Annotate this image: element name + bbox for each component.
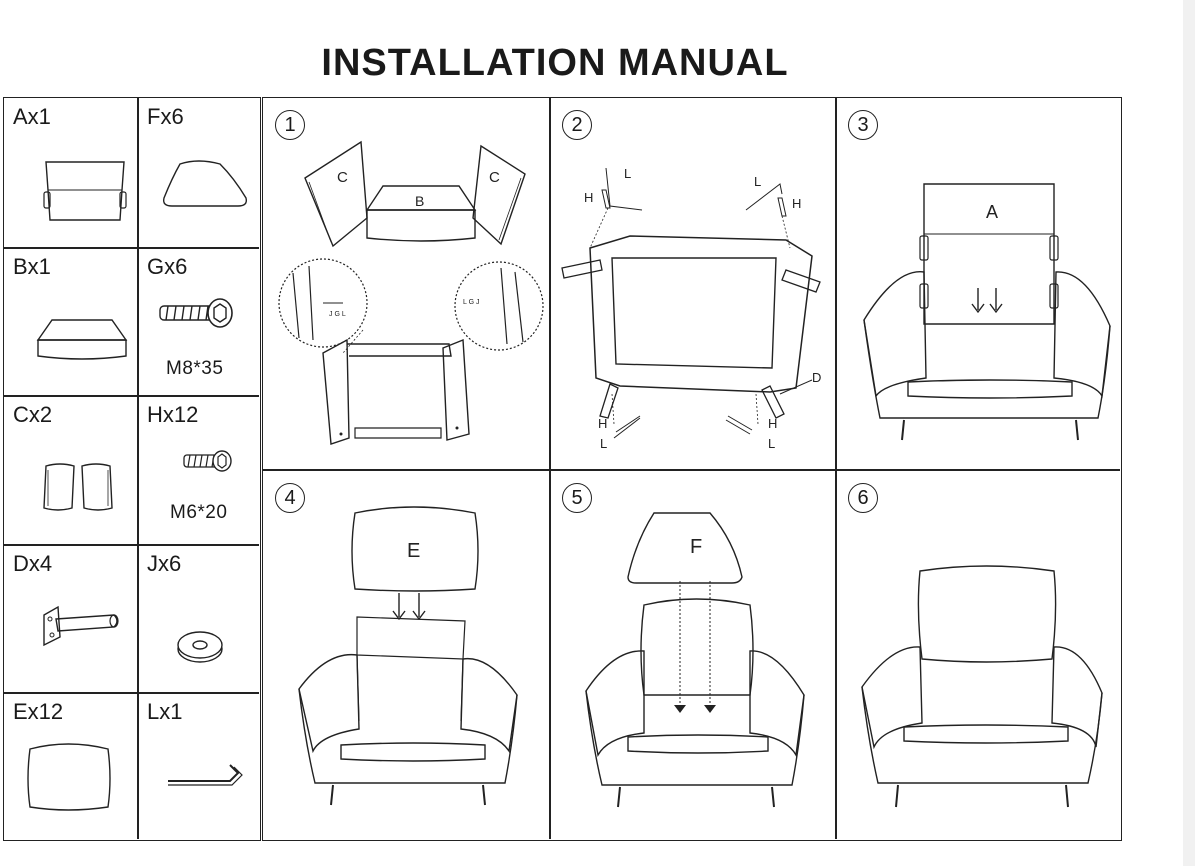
step-5: 5 F (550, 471, 835, 839)
back-cushion-icon (27, 743, 111, 811)
step-4-diagram: E (298, 506, 518, 806)
page-edge (1183, 0, 1195, 866)
step-2-label-l2: L (754, 174, 761, 189)
step-1-detail-left: J G L (329, 311, 346, 318)
part-label: Fx6 (147, 104, 184, 129)
part-label: Dx4 (13, 551, 53, 576)
cushion-pad-icon (162, 160, 248, 207)
allen-key-icon (168, 764, 243, 786)
step-3-diagram: A (863, 183, 1111, 441)
part-f: Fx6 (138, 98, 260, 247)
bolt-size: M6*20 (170, 502, 228, 523)
backrest-panel-icon (43, 161, 127, 221)
step-number: 1 (275, 110, 305, 140)
seat-cushion-icon (36, 319, 128, 360)
step-1: 1 C B C J G L L G J (263, 98, 549, 469)
part-label: Ax1 (13, 104, 51, 129)
step-1-label-b: B (415, 193, 424, 209)
step-number: 2 (562, 110, 592, 140)
part-c: Cx2 (4, 396, 137, 544)
step-number: 3 (848, 110, 878, 140)
part-d: Dx4 (4, 545, 137, 692)
step-6: 6 (836, 471, 1120, 839)
step-2-label-h4: H (768, 416, 777, 431)
part-e: Ex12 (4, 693, 137, 839)
part-label: Gx6 (147, 254, 188, 279)
step-2: 2 H L L H D H L H L (550, 98, 835, 469)
page-title: INSTALLATION MANUAL (321, 42, 789, 84)
step-number: 4 (275, 483, 305, 513)
part-g: Gx6 M8*35 (138, 248, 260, 395)
step-1-label-c2: C (489, 169, 500, 186)
step-2-label-l1: L (624, 166, 631, 181)
part-b: Bx1 (4, 248, 137, 395)
step-3-label-a: A (986, 202, 998, 222)
step-5-diagram: F (585, 512, 805, 808)
step-1-detail-right: L G J (463, 299, 479, 306)
armrest-panels-icon (43, 463, 113, 511)
step-number: 5 (562, 483, 592, 513)
washer-icon (177, 631, 223, 663)
part-l: Lx1 (138, 693, 260, 839)
step-5-label-f: F (690, 536, 702, 558)
step-4: 4 E (263, 471, 549, 839)
part-label: Lx1 (147, 699, 183, 724)
bolt-size: M8*35 (166, 358, 224, 379)
step-3: 3 A (836, 98, 1120, 469)
step-2-diagram: H L L H D H L H L (561, 166, 821, 451)
assembly-steps: 1 C B C J G L L G J (262, 97, 1122, 841)
step-4-label-e: E (407, 540, 420, 562)
step-2-label-l3: L (600, 436, 607, 451)
step-6-diagram (861, 565, 1103, 808)
step-2-label-l4: L (768, 436, 775, 451)
step-number: 6 (848, 483, 878, 513)
step-2-label-h2: H (792, 196, 801, 211)
step-2-label-h3: H (598, 416, 607, 431)
small-bolt-icon (183, 450, 232, 472)
part-label: Ex12 (13, 699, 64, 724)
bolt-icon (159, 298, 233, 328)
part-label: Bx1 (13, 254, 51, 279)
part-label: Jx6 (147, 551, 182, 576)
parts-list: Ax1 Fx6 Bx1 Gx6 M8*35 Cx2 (3, 97, 261, 841)
part-a: Ax1 (4, 98, 137, 247)
step-2-label-d: D (812, 370, 821, 385)
part-label: Hx12 (147, 402, 199, 427)
part-h: Hx12 M6*20 (138, 396, 260, 544)
step-1-diagram: C B C J G L L G J (278, 140, 544, 445)
part-j: Jx6 (138, 545, 260, 692)
step-1-label-c1: C (337, 169, 348, 186)
step-2-label-h1: H (584, 190, 593, 205)
part-label: Cx2 (13, 402, 53, 427)
leg-bracket-icon (43, 605, 119, 647)
